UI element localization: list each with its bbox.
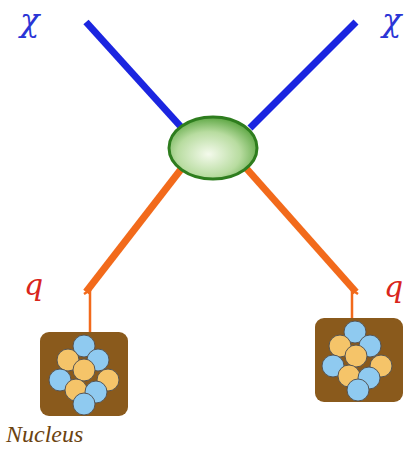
chi-line: [250, 22, 356, 128]
particle-label: χ: [382, 4, 401, 36]
chi-line: [86, 22, 182, 128]
quark-link: [352, 290, 358, 320]
particle-label: q: [24, 270, 43, 300]
quark-line: [246, 168, 356, 292]
nucleus-label: Nucleus: [6, 422, 83, 446]
particle-label: q: [384, 272, 403, 302]
particle-label: χ: [20, 4, 39, 36]
quark-line: [86, 168, 182, 292]
interaction-blob: [169, 117, 257, 179]
quark-link: [84, 290, 90, 334]
nucleus-icon: [315, 318, 403, 402]
nucleus-icon: [40, 332, 128, 416]
